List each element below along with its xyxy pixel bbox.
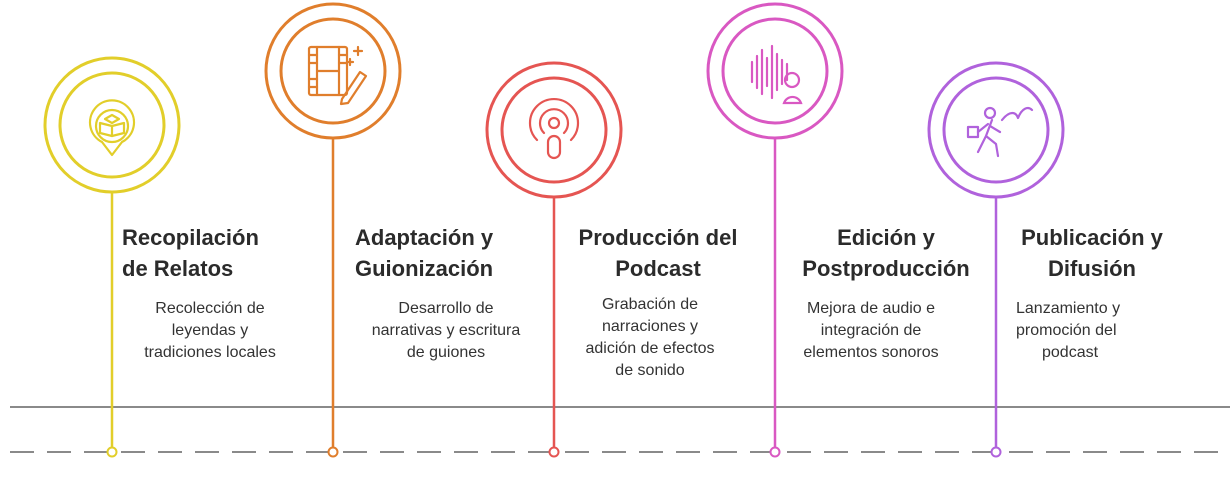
- book-icon: [88, 99, 136, 157]
- step-2-title: Adaptación y Guionización: [355, 222, 493, 284]
- step-3-inner-ring: [500, 76, 608, 184]
- step-5-title-line-2: Difusión: [1048, 256, 1136, 281]
- step-3-title-line-2: Podcast: [615, 256, 701, 281]
- step-2-title-line-1: Adaptación y: [355, 225, 494, 250]
- step-5-desc-line-1: Lanzamiento y: [1016, 300, 1121, 317]
- step-1-marker: [43, 56, 181, 458]
- step-5-desc-line-2: promoción del: [1016, 322, 1117, 339]
- delivery-icon: [966, 106, 1034, 158]
- step-1-description: Recolección de leyendas y tradiciones lo…: [128, 298, 292, 364]
- step-2-desc-line-3: de guiones: [406, 344, 486, 361]
- step-3-title: Producción del Podcast: [562, 222, 754, 284]
- step-3-desc-line-1: Grabación de: [601, 296, 699, 313]
- step-1-desc-line-2: leyendas y: [171, 322, 249, 339]
- step-3-outer-ring: [485, 61, 623, 199]
- step-1-dot: [106, 446, 118, 458]
- step-1-title: Recopilación de Relatos: [122, 222, 259, 284]
- step-3-description: Grabación de narraciones y adición de ef…: [567, 294, 733, 382]
- step-3-desc-line-3: adición de efectos: [585, 340, 715, 357]
- audio-editor-icon: [750, 44, 803, 105]
- step-5-desc-line-3: podcast: [1042, 344, 1099, 361]
- step-2-desc-line-1: Desarrollo de: [398, 300, 494, 317]
- step-2-outer-ring: [264, 2, 402, 140]
- step-5-dot: [990, 446, 1002, 458]
- step-1-outer-ring: [43, 56, 181, 194]
- step-4-desc-line-2: integración de: [820, 322, 922, 339]
- step-4-inner-ring: [721, 17, 829, 125]
- step-1-desc-line-1: Recolección de: [155, 300, 265, 317]
- step-3-desc-line-2: narraciones y: [601, 318, 699, 335]
- step-4-title: Edición y Postproducción: [784, 222, 988, 284]
- step-5-title: Publicación y Difusión: [1010, 222, 1174, 284]
- step-4-description: Mejora de audio e integración de element…: [786, 298, 956, 364]
- step-1-desc-line-3: tradiciones locales: [144, 344, 276, 361]
- step-1-title-line-2: de Relatos: [122, 256, 234, 281]
- step-4-title-line-2: Postproducción: [802, 256, 970, 281]
- step-4-marker: [706, 2, 844, 458]
- step-2-dot: [327, 446, 339, 458]
- step-4-title-line-1: Edición y: [837, 225, 935, 250]
- step-5-marker: [927, 61, 1065, 458]
- step-2-title-line-2: Guionización: [355, 256, 494, 281]
- step-5-description: Lanzamiento y promoción del podcast: [1016, 298, 1120, 364]
- podcast-icon: [528, 97, 580, 160]
- step-5-outer-ring: [927, 61, 1065, 199]
- step-2-description: Desarrollo de narrativas y escritura de …: [343, 298, 549, 364]
- step-3-dot: [548, 446, 560, 458]
- step-2-marker: [264, 2, 402, 458]
- step-3-title-line-1: Producción del: [578, 225, 738, 250]
- step-3-desc-line-4: de sonido: [615, 362, 685, 379]
- step-1-title-line-1: Recopilación: [122, 225, 259, 250]
- step-4-desc-line-3: elementos sonoros: [803, 344, 939, 361]
- step-4-desc-line-1: Mejora de audio e: [806, 300, 936, 317]
- step-3-marker: [485, 61, 623, 458]
- step-4-outer-ring: [706, 2, 844, 140]
- step-4-dot: [769, 446, 781, 458]
- step-5-title-line-1: Publicación y: [1021, 225, 1163, 250]
- film-edit-icon: [307, 45, 368, 106]
- step-2-desc-line-2: narrativas y escritura: [371, 322, 521, 339]
